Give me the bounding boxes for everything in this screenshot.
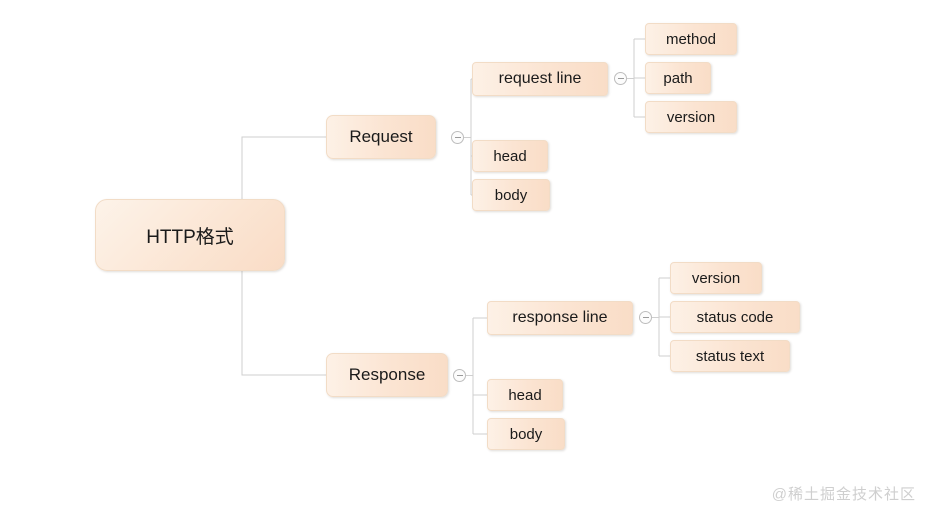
collapse-toggle-request-line[interactable]	[614, 72, 627, 85]
node-response-body-label: body	[509, 425, 543, 443]
node-request-label: Request	[349, 127, 413, 146]
node-method-label: method	[665, 30, 717, 48]
minus-icon	[456, 375, 463, 376]
connector-root-to-request	[241, 136, 326, 199]
node-status-text-label: status text	[695, 347, 765, 365]
node-response-body[interactable]: body	[487, 418, 565, 450]
node-status-code-label: status code	[696, 308, 774, 326]
node-request-line-label: request line	[498, 70, 582, 87]
node-request-body-label: body	[494, 186, 528, 204]
node-request-line[interactable]: request line	[472, 62, 608, 96]
watermark: @稀土掘金技术社区	[771, 486, 916, 503]
minus-icon	[617, 78, 624, 79]
node-response[interactable]: Response	[326, 353, 448, 397]
node-response-head-label: head	[508, 386, 542, 404]
node-response-head[interactable]: head	[487, 379, 563, 411]
collapse-toggle-response-line[interactable]	[639, 311, 652, 324]
node-version-response[interactable]: version	[670, 262, 762, 294]
node-version-response-label: version	[691, 269, 741, 287]
node-version-request-label: version	[666, 108, 716, 126]
node-path-label: path	[663, 69, 693, 87]
node-root[interactable]: HTTP格式	[95, 199, 285, 271]
node-path[interactable]: path	[645, 62, 711, 94]
node-root-label: HTTP格式	[146, 226, 234, 248]
node-request-head-label: head	[493, 147, 527, 165]
node-response-line[interactable]: response line	[487, 301, 633, 335]
connector-root-to-response	[241, 271, 326, 376]
node-request[interactable]: Request	[326, 115, 436, 159]
node-method[interactable]: method	[645, 23, 737, 55]
node-status-code[interactable]: status code	[670, 301, 800, 333]
node-status-text[interactable]: status text	[670, 340, 790, 372]
node-response-line-label: response line	[512, 309, 608, 326]
collapse-toggle-request[interactable]	[451, 131, 464, 144]
node-response-label: Response	[348, 365, 426, 384]
minus-icon	[454, 137, 461, 138]
minus-icon	[642, 317, 649, 318]
node-version-request[interactable]: version	[645, 101, 737, 133]
node-request-body[interactable]: body	[472, 179, 550, 211]
collapse-toggle-response[interactable]	[453, 369, 466, 382]
node-request-head[interactable]: head	[472, 140, 548, 172]
